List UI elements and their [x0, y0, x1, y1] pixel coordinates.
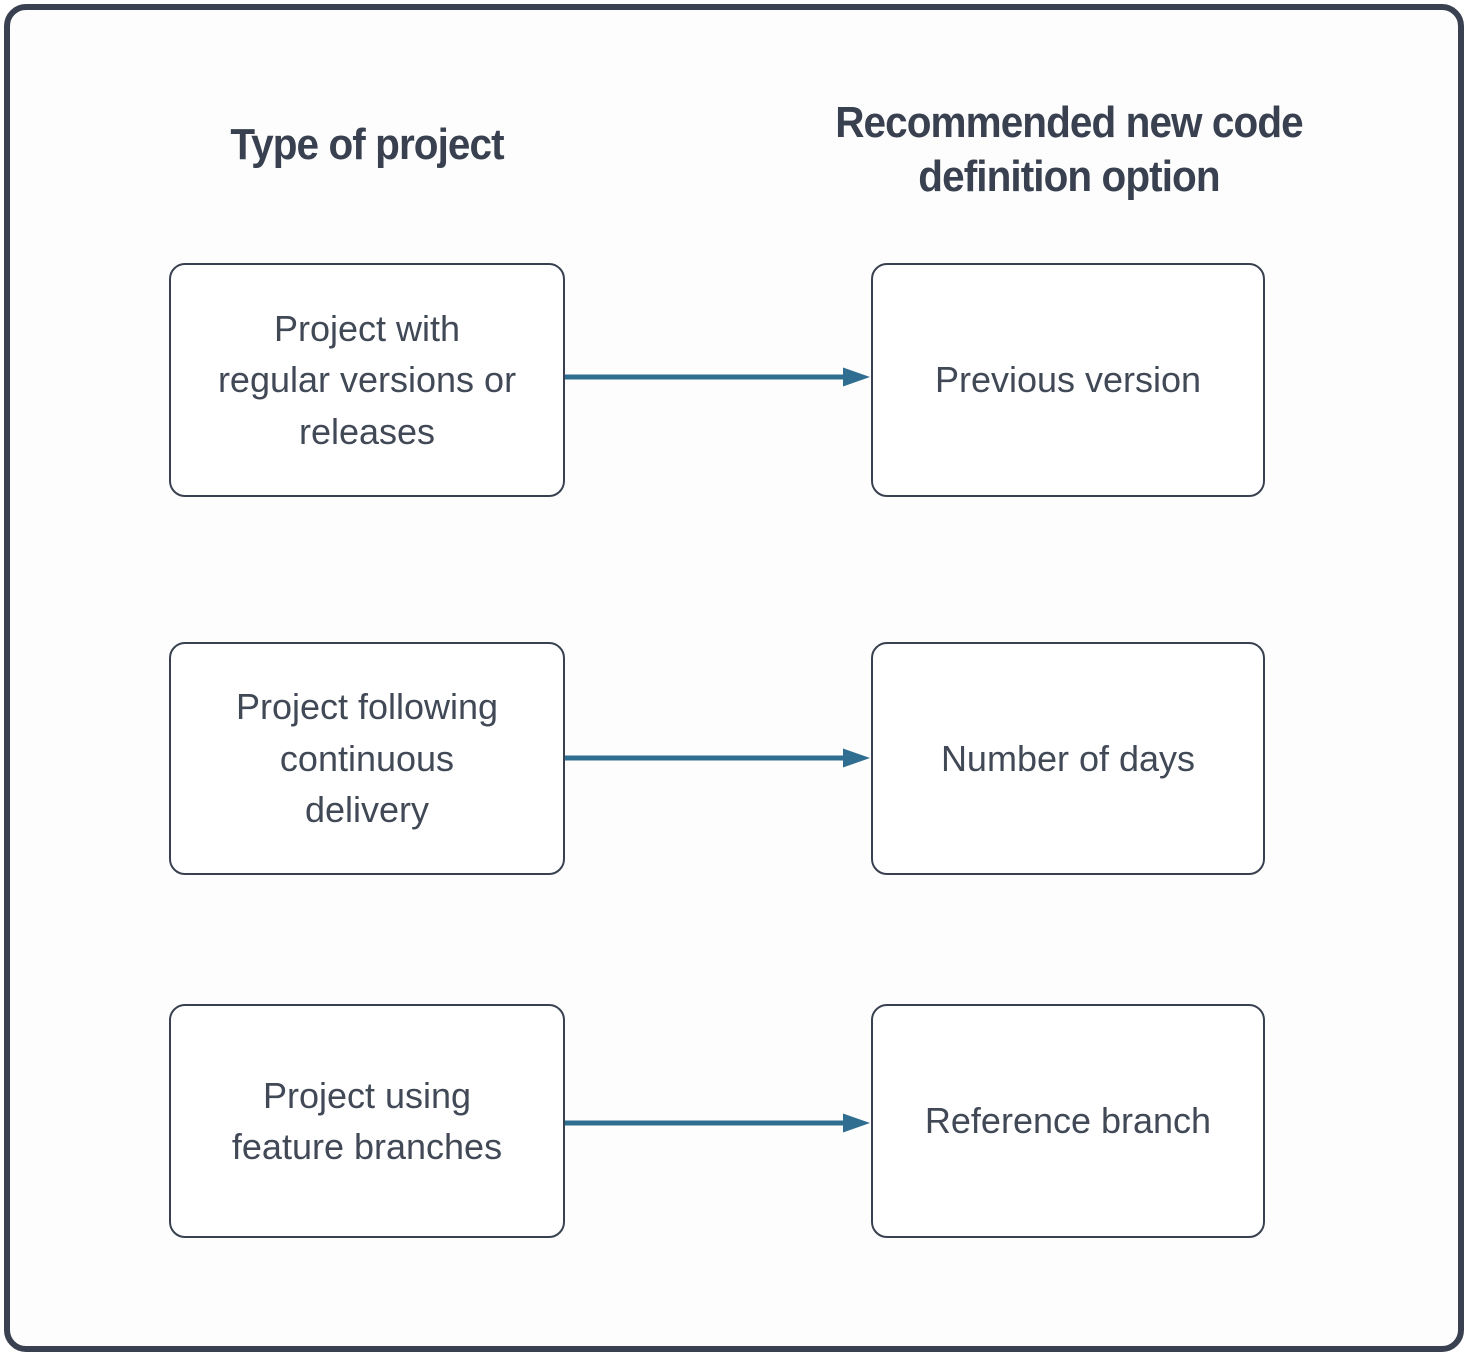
node-previous-version: Previous version: [871, 263, 1265, 497]
flow-arrow-icon: [565, 1113, 870, 1133]
flow-arrow-icon: [565, 748, 870, 768]
flow-arrow-icon: [565, 367, 870, 387]
node-number-of-days: Number of days: [871, 642, 1265, 875]
node-project-feature-branches: Project using feature branches: [169, 1004, 565, 1238]
node-project-continuous-delivery: Project following continuous delivery: [169, 642, 565, 875]
node-project-with-regular-versions: Project with regular versions or release…: [169, 263, 565, 497]
column-header-type-of-project: Type of project: [230, 120, 504, 169]
column-header-recommended-new-code-definition-option: Recommended new code definition option: [835, 98, 1303, 201]
node-reference-branch: Reference branch: [871, 1004, 1265, 1238]
